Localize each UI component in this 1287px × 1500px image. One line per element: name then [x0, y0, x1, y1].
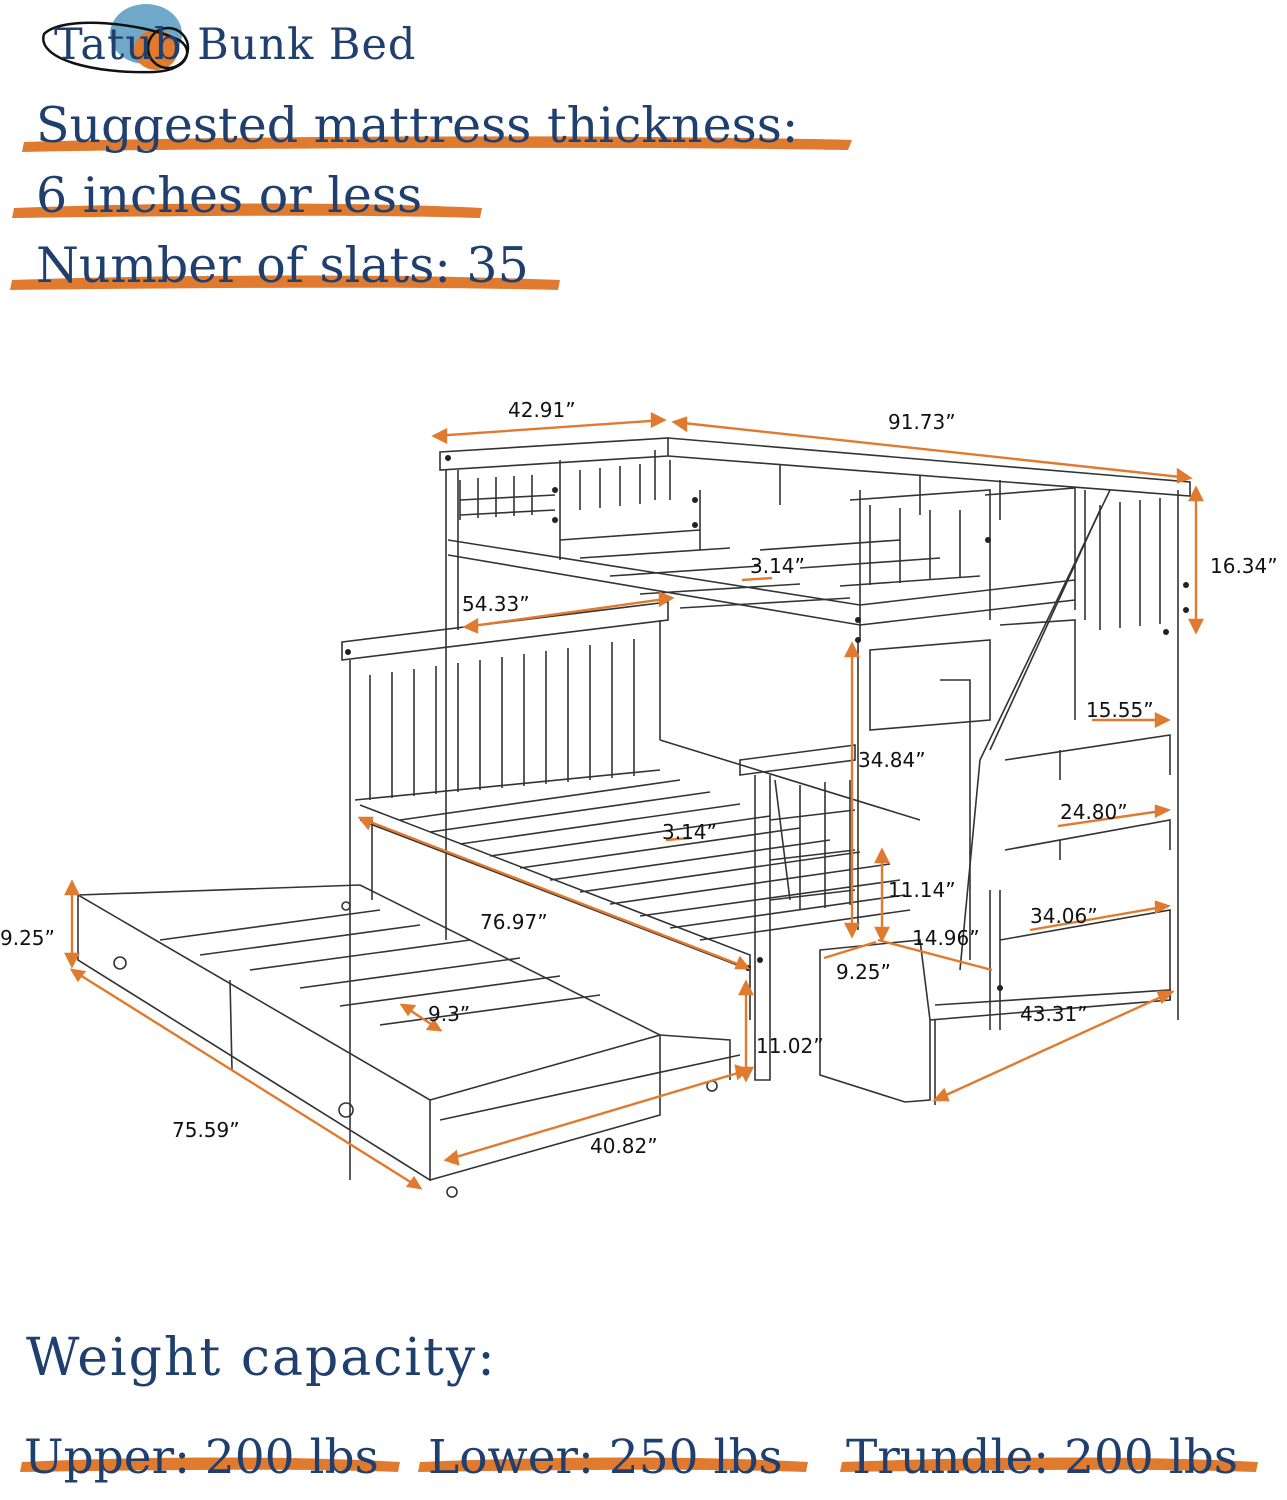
dim-bunk-clearance: 34.84”	[858, 748, 926, 772]
mattress-value-line: 6 inches or less	[10, 166, 490, 244]
dimension-arrows	[64, 412, 1204, 1190]
dim-step-rise: 11.14”	[888, 878, 956, 902]
dim-trundle-width: 40.82”	[590, 1134, 658, 1158]
mattress-label-line: Suggested mattress thickness:	[20, 96, 860, 174]
highlight-stroke	[22, 136, 852, 152]
dim-overall-length: 91.73”	[888, 410, 956, 434]
dim-trundle-height: 9.25”	[0, 926, 55, 950]
bunk-bed-diagram: 42.91” 91.73” 16.34” 3.14” 54.33” 15.55”…	[0, 380, 1287, 1220]
slats-line: Number of slats: 35	[8, 236, 568, 314]
mattress-label: Suggested mattress thickness:	[36, 97, 799, 154]
dim-upper-slat-gap: 3.14”	[750, 554, 805, 578]
bunk-bed-drawing	[64, 412, 1204, 1198]
dim-guardrail-height: 16.34”	[1210, 554, 1278, 578]
highlight-stroke	[10, 275, 560, 290]
tatub-logo-icon	[42, 4, 190, 74]
dim-step-height-mid: 24.80”	[1060, 800, 1128, 824]
dim-step-base-depth: 9.25”	[836, 960, 891, 984]
brand-header: Tatub Bunk Bed	[34, 4, 454, 82]
dim-step-width: 34.06”	[1030, 904, 1098, 928]
weight-capacity-title: Weight capacity:	[26, 1328, 497, 1388]
dim-trundle-length: 75.59”	[172, 1118, 240, 1142]
upper-capacity: Upper: 200 lbs	[24, 1430, 379, 1485]
dim-lower-slat-gap: 3.14”	[662, 820, 717, 844]
dim-lower-clearance: 11.02”	[756, 1034, 824, 1058]
highlight-stroke	[12, 203, 482, 218]
lower-capacity: Lower: 250 lbs	[428, 1430, 783, 1485]
dim-step-height-top: 15.55”	[1086, 698, 1154, 722]
dim-lower-length: 76.97”	[480, 910, 548, 934]
dim-lower-width: 54.33”	[462, 592, 530, 616]
bolt-dots	[345, 455, 1189, 991]
brand-product: Bunk Bed	[197, 20, 417, 70]
mattress-value: 6 inches or less	[36, 167, 423, 224]
slats-count: Number of slats: 35	[36, 237, 529, 294]
trundle-capacity: Trundle: 200 lbs	[846, 1430, 1238, 1485]
dim-trundle-slat-gap: 9.3”	[428, 1002, 471, 1026]
bed-line-art	[75, 437, 1191, 1198]
dim-stair-length: 43.31”	[1020, 1002, 1088, 1026]
weight-highlights	[20, 1457, 1258, 1472]
brand-title: Tatub Bunk Bed	[54, 20, 416, 70]
dim-upper-width: 42.91”	[508, 398, 576, 422]
brand-name: Tatub	[54, 20, 183, 70]
dim-step-depth: 14.96”	[912, 926, 980, 950]
